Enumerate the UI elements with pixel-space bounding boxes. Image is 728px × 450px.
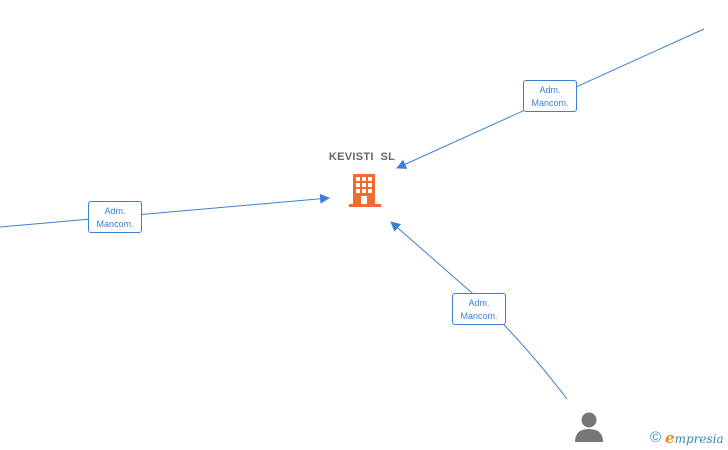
role-box-left[interactable]: Adm. Mancom. bbox=[88, 201, 142, 233]
brand-logo-rest: mpresia bbox=[674, 431, 724, 446]
role-line-1: Adm. bbox=[539, 85, 561, 95]
role-box-bottom[interactable]: Adm. Mancom. bbox=[452, 293, 506, 325]
role-line-1: Adm. bbox=[468, 298, 490, 308]
brand-logo-initial: e bbox=[665, 428, 675, 447]
edge-line-left bbox=[0, 193, 330, 228]
company-name-label[interactable]: KEVISTI SL bbox=[328, 151, 396, 163]
watermark: © empresia bbox=[650, 429, 724, 447]
role-line-2: Mancom. bbox=[96, 219, 134, 229]
building-icon[interactable] bbox=[348, 172, 382, 208]
person-icon[interactable] bbox=[574, 411, 604, 443]
brand-logo: empresia bbox=[665, 429, 724, 448]
role-line-2: Mancom. bbox=[531, 98, 569, 108]
role-line-1: Adm. bbox=[104, 206, 126, 216]
copyright-icon: © bbox=[650, 429, 662, 446]
role-line-2: Mancom. bbox=[460, 311, 498, 321]
role-box-top-right[interactable]: Adm. Mancom. bbox=[523, 80, 577, 112]
